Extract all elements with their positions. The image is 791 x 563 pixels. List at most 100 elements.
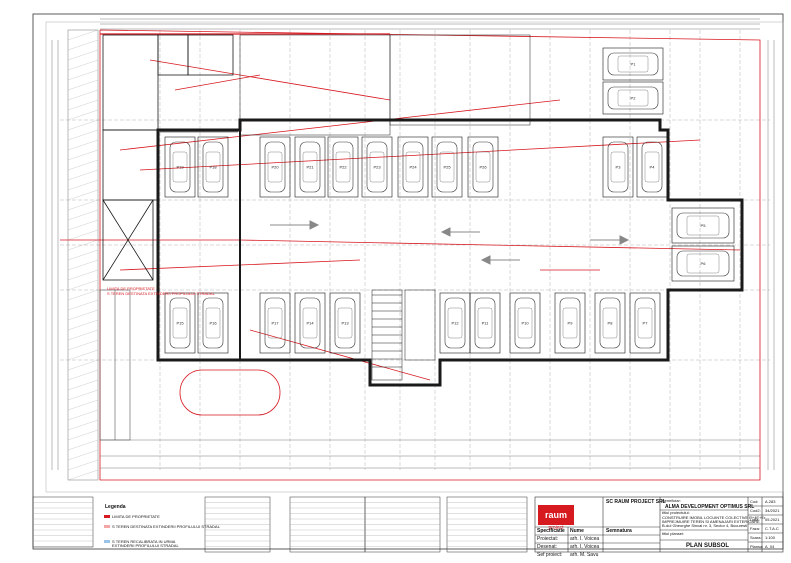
plan-note: LIMITA DE PROPRIETATE — [107, 286, 155, 291]
service-rooms — [102, 34, 234, 281]
name-proiectat: arh. I. Voicea — [570, 536, 600, 542]
parking-bay-label: P12 — [451, 321, 459, 326]
car-outline — [559, 297, 581, 349]
hatch-line — [67, 29, 99, 41]
car-outline — [599, 297, 621, 349]
hatch-line — [67, 139, 99, 151]
parking-bay — [397, 136, 429, 198]
parking-bay — [164, 292, 196, 354]
hatch-line — [67, 189, 99, 201]
parking-bay-label: P3 — [616, 165, 622, 170]
car-roof — [617, 55, 649, 73]
meta-label: Plansa: — [750, 544, 764, 549]
signature-header: Semnatura — [606, 528, 632, 534]
car-roof — [335, 151, 351, 183]
meta-label: Cod: — [750, 499, 759, 504]
bottom-dimension-ruler — [100, 439, 760, 469]
stair-core — [371, 289, 436, 381]
legend-title: Legenda — [105, 504, 126, 510]
hatch-line — [67, 79, 99, 91]
parking-bay — [671, 245, 735, 282]
car-outline — [366, 141, 388, 193]
hatch-line — [67, 59, 99, 71]
spec-header: Specificatie — [537, 528, 565, 534]
hatched-strip — [67, 29, 99, 481]
car-outline — [444, 297, 466, 349]
top-dimension-ruler — [100, 18, 760, 30]
parking-bay-label: P9 — [568, 321, 574, 326]
hatch-line — [67, 409, 99, 421]
car-roof — [172, 151, 188, 183]
company-logo-sub: project — [548, 525, 564, 531]
car-roof — [602, 307, 618, 339]
hatch-line — [67, 129, 99, 141]
meta-label: Cod2: — [750, 508, 761, 513]
car-outline — [264, 297, 286, 349]
car-outline — [641, 141, 663, 193]
plan-note: S TEREN DESTINATA EXTINDERII PROFILULUI … — [107, 291, 215, 296]
hatch-line — [67, 429, 99, 441]
hatch-line — [67, 149, 99, 161]
car-roof — [369, 151, 385, 183]
parking-bay-label: P16 — [209, 321, 217, 326]
hatch-line — [67, 209, 99, 221]
oval-outline — [179, 369, 281, 416]
hatch-line — [67, 329, 99, 341]
parking-bay — [636, 136, 668, 198]
car-roof — [610, 151, 626, 183]
role-sef-proiect: Sef proiect: — [537, 552, 563, 558]
legend-swatch — [104, 540, 110, 543]
car-outline — [202, 141, 224, 193]
car-outline — [436, 141, 458, 193]
hatch-line — [67, 289, 99, 301]
hatch-line — [67, 89, 99, 101]
parking-bay — [554, 292, 586, 354]
parking-bay-label: P4 — [650, 165, 656, 170]
hatch-line — [67, 389, 99, 401]
car-outline — [607, 52, 659, 76]
car-roof — [562, 307, 578, 339]
car-outline — [334, 297, 356, 349]
car-outline — [676, 212, 730, 239]
project-title-label: titlul proiectului: — [662, 510, 690, 515]
parking-bay-label: P5 — [701, 223, 707, 228]
parking-bay — [602, 81, 664, 115]
parking-bay-label: P19 — [176, 165, 184, 170]
hatch-line — [67, 249, 99, 261]
hatch-line — [67, 239, 99, 251]
car-roof — [447, 307, 463, 339]
hatch-line — [67, 169, 99, 181]
parking-bay — [197, 292, 229, 354]
parking-bay — [469, 292, 501, 354]
hatch-line — [67, 399, 99, 411]
meta-label: Data: — [750, 517, 760, 522]
parking-bay — [509, 292, 541, 354]
hatch-line — [67, 369, 99, 381]
parking-bay — [431, 136, 463, 198]
parking-bay-label: P25 — [443, 165, 451, 170]
parking-bay — [629, 292, 661, 354]
name-desenat: arh. I. Voicea — [570, 544, 600, 550]
car-outline — [607, 86, 659, 110]
car-roof — [686, 253, 720, 274]
parking-bay — [467, 136, 499, 198]
hatch-line — [67, 119, 99, 131]
car-roof — [205, 307, 221, 339]
hatch-line — [67, 419, 99, 431]
parking-bay — [671, 207, 735, 244]
parking-bay — [361, 136, 393, 198]
parking-bay-label: P18 — [209, 165, 217, 170]
company-name: SC RAUM PROJECT SRL — [606, 499, 666, 505]
hatch-line — [67, 439, 99, 451]
hatch-line — [67, 299, 99, 311]
summary-tables — [32, 496, 528, 553]
car-outline — [634, 297, 656, 349]
car-roof — [637, 307, 653, 339]
name-sef-proiect: arh. M. Savu — [570, 552, 599, 558]
meta-value: 05.2021 — [765, 517, 780, 522]
car-roof — [477, 307, 493, 339]
role-proiectat: Proiectat: — [537, 536, 559, 542]
project-title-line: B-dul Gheorghe Sincai nr. 3, Sector 4, B… — [662, 523, 748, 528]
parking-bay — [329, 292, 361, 354]
